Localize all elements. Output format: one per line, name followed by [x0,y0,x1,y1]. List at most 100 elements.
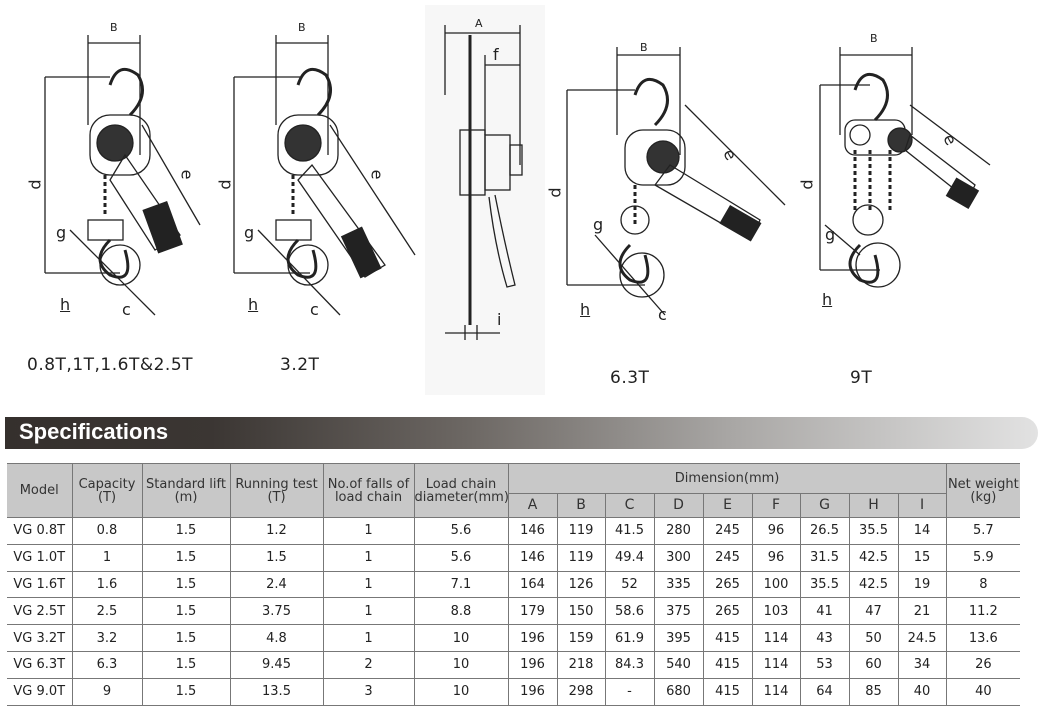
dim-label-B: B [870,32,878,45]
table-cell: 119 [556,517,606,545]
specifications-table: Model Capacity (T) Standard lift (m) Run… [7,463,1021,706]
table-cell: VG 2.5T [7,597,73,626]
dim-label-g: g [56,223,67,242]
table-cell: VG 1.6T [7,570,73,599]
dim-label-g: g [825,225,836,244]
table-cell: 196 [507,624,558,652]
table-cell: VG 1.0T [7,543,73,572]
table-cell: 280 [653,517,704,545]
dim-label-g: g [244,223,255,242]
table-cell: 218 [556,650,606,679]
table-cell: VG 0.8T [7,517,73,545]
table-cell: 14 [897,517,947,545]
table-cell: 126 [556,570,606,599]
header-dimension: Dimension(mm) [507,463,947,494]
table-cell: 34 [897,650,947,679]
table-cell: 1.2 [229,517,324,545]
table-cell: 1.5 [141,650,231,679]
table-cell: 47 [848,597,899,626]
table-cell: 1.5 [141,624,231,652]
dim-label-c: c [310,300,319,319]
table-cell: 415 [702,624,753,652]
table-cell: 114 [751,650,801,679]
table-cell: 35.5 [799,570,850,599]
table-cell: 179 [507,597,558,626]
table-cell: 61.9 [604,624,655,652]
table-cell: - [604,677,655,706]
diagram-side-view: A f i [425,5,545,395]
section-header-bar: Specifications [5,417,1038,449]
table-cell: 6.3 [71,650,143,679]
table-cell: 13.5 [229,677,324,706]
table-cell: 85 [848,677,899,706]
dim-label-d: d [215,179,235,190]
table-cell: 5.7 [945,517,1021,545]
header-dim-d: D [653,493,704,518]
dim-label-e: e [177,169,197,180]
table-cell: 3.2 [71,624,143,652]
header-dim-c: C [604,493,655,518]
diagram-hoist-6.3t: B d e g h c 6.3T [545,35,805,395]
table-cell: 10 [413,677,509,706]
table-cell: 31.5 [799,543,850,572]
table-cell: 10 [413,624,509,652]
table-cell: 265 [702,570,753,599]
table-cell: 3 [322,677,415,706]
table-cell: 0.8 [71,517,143,545]
table-cell: 84.3 [604,650,655,679]
dim-label-B: B [298,21,306,34]
dim-label-c: c [658,305,667,324]
header-dim-b: B [556,493,606,518]
table-cell: 64 [799,677,850,706]
table-cell: 146 [507,517,558,545]
header-capacity: Capacity (T) [71,463,143,518]
table-cell: 375 [653,597,704,626]
table-cell: 40 [897,677,947,706]
dim-label-g: g [593,215,604,234]
diagram-hoist-9t: B d e g h 9T [798,32,1030,395]
table-cell: 100 [751,570,801,599]
hoist-drawing [819,47,991,288]
table-cell: 1 [322,570,415,599]
table-cell: 680 [653,677,704,706]
table-cell: 1 [322,543,415,572]
table-cell: 1 [322,624,415,652]
table-cell: 1.5 [141,543,231,572]
diagram-caption: 0.8T,1T,1.6T&2.5T [27,355,194,375]
table-cell: 265 [702,597,753,626]
table-cell: 96 [751,517,801,545]
table-cell: 60 [848,650,899,679]
header-dim-g: G [799,493,850,518]
hoist-drawing [233,35,416,316]
table-cell: 164 [507,570,558,599]
dim-label-B: B [640,41,648,54]
header-running-test: Running test (T) [229,463,324,518]
table-cell: 41.5 [604,517,655,545]
table-cell: 1.5 [141,597,231,626]
table-cell: 1.5 [141,677,231,706]
table-cell: 58.6 [604,597,655,626]
table-cell: 1 [71,543,143,572]
table-cell: 43 [799,624,850,652]
table-cell: VG 9.0T [7,677,73,706]
dim-label-B: B [110,21,118,34]
table-cell: 245 [702,517,753,545]
header-dim-e: E [702,493,753,518]
table-cell: 4.8 [229,624,324,652]
table-cell: 335 [653,570,704,599]
header-dim-i: I [897,493,947,518]
table-cell: 24.5 [897,624,947,652]
table-cell: VG 6.3T [7,650,73,679]
table-cell: 26.5 [799,517,850,545]
table-cell: 41 [799,597,850,626]
table-cell: 1.5 [141,570,231,599]
table-cell: 26 [945,650,1021,679]
table-cell: 2.4 [229,570,324,599]
dim-label-d: d [25,179,45,190]
diagram-hoist-3.2t: B d e g h c 3.2T [216,15,420,375]
table-cell: 96 [751,543,801,572]
